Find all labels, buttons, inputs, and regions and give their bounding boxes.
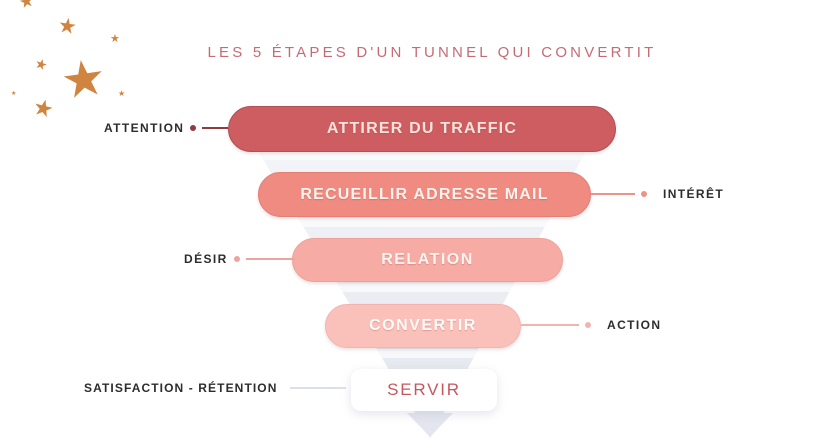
annotation-action: ACTION: [521, 318, 661, 332]
connector-dot: [641, 191, 647, 197]
connector-line: [202, 127, 229, 129]
annotation-label: INTÉRÊT: [663, 187, 725, 201]
annotation-desir: DÉSIR: [184, 252, 295, 266]
connector-dot: [233, 256, 240, 262]
page-title: LES 5 ÉTAPES D'UN TUNNEL QUI CONVERTIT: [207, 44, 657, 61]
star-icon: ★: [17, 0, 37, 13]
connector-line: [521, 324, 579, 326]
funnel-stage-relation: RELATION: [292, 238, 563, 282]
funnel-stage-label: RECUEILLIR ADRESSE MAIL: [300, 185, 549, 203]
connector-line: [591, 193, 635, 195]
annotation-label: ACTION: [607, 318, 662, 332]
funnel-stage-servir: SERVIR: [351, 369, 497, 411]
connector-dot: [190, 125, 197, 131]
funnel-stage-attirer-du-traffic: ATTIRER DU TRAFFIC: [228, 106, 616, 152]
annotation-label: SATISFACTION - RÉTENTION: [84, 381, 278, 395]
funnel-stage-label: SERVIR: [387, 380, 461, 399]
annotation-attention: ATTENTION: [104, 121, 229, 135]
funnel-stage-convertir: CONVERTIR: [325, 304, 521, 348]
star-icon: ★: [11, 91, 17, 97]
funnel-stage-label: RELATION: [381, 251, 474, 268]
star-icon: ★: [118, 89, 126, 98]
connector-line: [245, 258, 295, 260]
connector-dot: [585, 322, 591, 328]
funnel-stage-label: CONVERTIR: [369, 317, 477, 334]
funnel-stage-label: ATTIRER DU TRAFFIC: [326, 120, 518, 137]
annotation-satisfaction-retention: SATISFACTION - RÉTENTION: [84, 381, 346, 395]
star-icon: ★: [110, 33, 120, 45]
annotation-label: DÉSIR: [184, 252, 228, 266]
annotation-label: ATTENTION: [104, 121, 185, 135]
connector-line: [289, 387, 346, 389]
funnel-stage-recueillir-adresse-mail: RECUEILLIR ADRESSE MAIL: [258, 172, 591, 217]
annotation-interet: INTÉRÊT: [591, 187, 724, 201]
star-icon: ★: [56, 13, 79, 40]
funnel-tip: [407, 413, 453, 437]
